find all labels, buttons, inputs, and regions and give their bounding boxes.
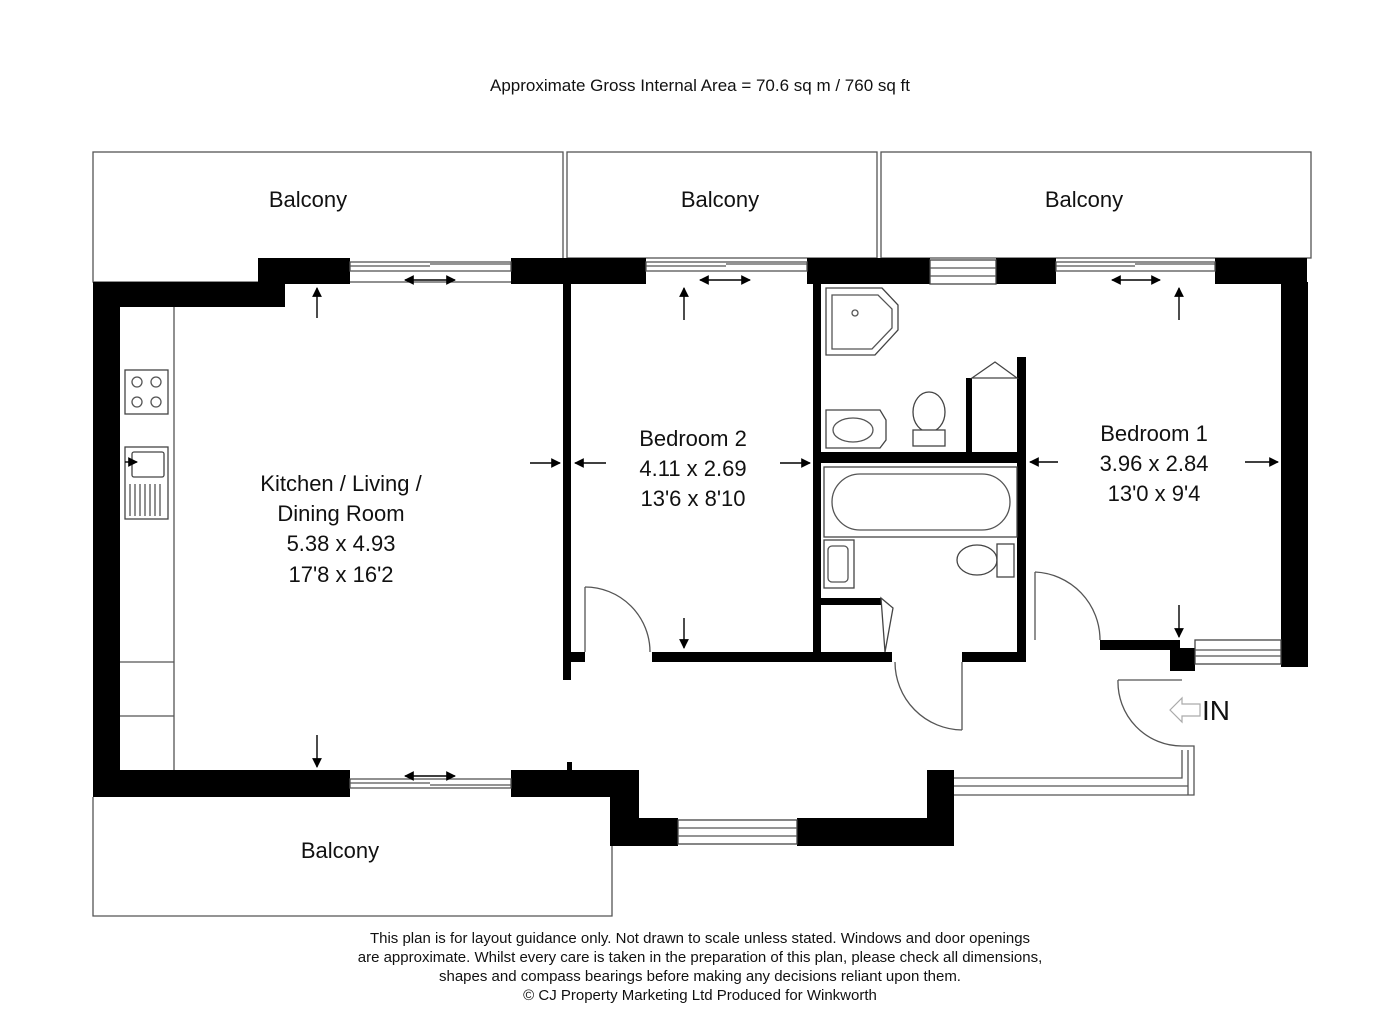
kitchen-name-line2: Dining Room — [277, 501, 404, 526]
disclaimer-line: This plan is for layout guidance only. N… — [369, 930, 1031, 947]
toilet-icon — [956, 543, 1015, 578]
disclaimer-line: are approximate. Whilst every care is ta… — [357, 949, 1043, 966]
windows — [349, 259, 1282, 845]
interior-walls — [563, 284, 1180, 770]
entrance-arrow-icon — [1169, 696, 1201, 724]
dimension-arrows — [312, 275, 1279, 781]
balcony-label: Balcony — [269, 187, 347, 212]
door-bathroom — [894, 661, 963, 731]
sliding-door-kitchen-top — [349, 261, 512, 272]
bedroom1-imperial: 13'0 x 9'4 — [1108, 481, 1201, 506]
window-bedroom1-bottom — [1194, 639, 1282, 665]
bedroom1-name: Bedroom 1 — [1100, 421, 1208, 446]
basin-icon — [825, 409, 887, 449]
door-bedroom1 — [1034, 571, 1101, 641]
sliding-door-kitchen-bottom — [349, 778, 512, 789]
kitchen-imperial: 17'8 x 16'2 — [288, 562, 393, 587]
entrance-label: IN — [1202, 695, 1230, 726]
window-hall-bottom — [677, 819, 798, 845]
cupboard-door — [969, 361, 1019, 379]
exterior-walls — [93, 258, 1308, 846]
toilet-icon — [912, 391, 946, 447]
balcony-label: Balcony — [681, 187, 759, 212]
hob-icon — [124, 369, 169, 415]
bath-icon — [823, 466, 1018, 538]
copyright-line: © CJ Property Marketing Ltd Produced for… — [523, 987, 877, 1004]
disclaimer: This plan is for layout guidance only. N… — [0, 929, 1400, 1005]
bedroom2-metric: 4.11 x 2.69 — [639, 456, 746, 481]
gross-area-title: Approximate Gross Internal Area = 70.6 s… — [489, 76, 911, 95]
balcony-label: Balcony — [301, 838, 379, 863]
bedroom2-imperial: 13'6 x 8'10 — [640, 486, 745, 511]
bedroom2-name: Bedroom 2 — [639, 426, 747, 451]
shower-tray-icon — [825, 287, 899, 356]
kitchen-metric: 5.38 x 4.93 — [287, 531, 396, 556]
bay-window-hall — [954, 745, 1195, 796]
balcony-bottom — [92, 797, 613, 917]
sink-icon — [124, 446, 169, 520]
bathroom-fittings — [823, 287, 1019, 653]
doors — [584, 571, 1183, 747]
balcony-top-middle — [566, 151, 878, 259]
door-entrance — [1117, 679, 1183, 747]
kitchen-fittings — [120, 307, 175, 770]
sliding-door-bedroom2-top — [645, 261, 808, 272]
cupboard-door — [880, 596, 894, 653]
balcony-outlines — [92, 151, 1312, 917]
sliding-door-bedroom1-top — [1055, 261, 1216, 272]
door-bedroom2 — [584, 586, 651, 653]
disclaimer-line: shapes and compass bearings before makin… — [439, 968, 961, 985]
basin-icon — [823, 539, 855, 589]
labels: Balcony Balcony Balcony Balcony Kitchen … — [260, 187, 1230, 863]
window-bathroom-top — [929, 259, 997, 285]
balcony-top-right — [880, 151, 1312, 259]
balcony-label: Balcony — [1045, 187, 1123, 212]
kitchen-name-line1: Kitchen / Living / — [260, 471, 422, 496]
bedroom1-metric: 3.96 x 2.84 — [1100, 451, 1209, 476]
